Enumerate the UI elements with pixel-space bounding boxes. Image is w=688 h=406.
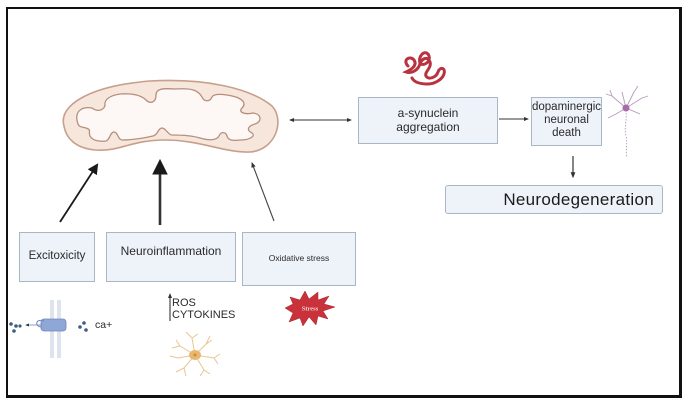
oxidative-stress-label: Oxidative stress: [268, 253, 330, 264]
neuroinflammation-label: Neuroinflammation: [120, 244, 222, 258]
mitochondrion-icon: [62, 79, 279, 153]
asynuclein-line-1: a-synuclein: [397, 105, 459, 120]
oxidative-stress-box: Oxidative stress: [242, 232, 356, 286]
neuroinflammation-box: Neuroinflammation: [106, 232, 236, 282]
dopaminergic-neuronal-death-box: dopaminergic neuronal death: [531, 97, 602, 146]
excitoxicity-box: Excitoxicity: [19, 232, 95, 282]
dopaminergic-line-1: dopaminergic: [531, 101, 602, 113]
protein-aggregate-icon: [402, 51, 446, 86]
arrow-excitoxicity-to-mito: [59, 163, 99, 223]
dopaminergic-line-3: death: [552, 127, 581, 140]
microglia-icon: [169, 331, 221, 377]
calcium-ion-label: ca+: [95, 319, 113, 331]
arrow-oxidative-to-mito: [251, 161, 275, 222]
excitoxicity-label: Excitoxicity: [28, 250, 86, 263]
ros-label: ROS: [172, 297, 196, 309]
dopaminergic-line-2: neuronal: [544, 114, 589, 127]
stress-burst-icon: Stress: [284, 290, 336, 327]
neurodegeneration-label: Neurodegeneration: [503, 189, 654, 209]
cytokines-label: CYTOKINES: [172, 309, 236, 321]
neuron-icon: [605, 85, 649, 159]
ros-cytokines-annotation: ROS CYTOKINES: [172, 297, 235, 321]
neurodegeneration-box: Neurodegeneration: [445, 185, 663, 214]
ion-channel-icon: [9, 300, 88, 358]
stress-badge-text: Stress: [302, 306, 319, 313]
asynuclein-aggregation-box: a-synuclein aggregation: [358, 97, 498, 144]
asynuclein-line-2: aggregation: [396, 119, 460, 134]
